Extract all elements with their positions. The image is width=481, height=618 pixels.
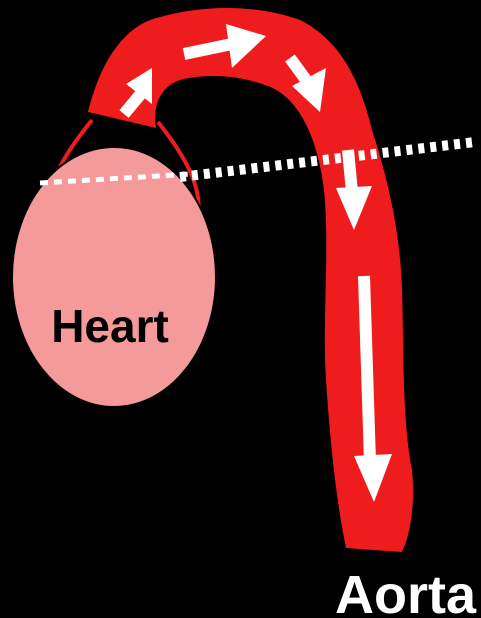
aorta-label: Aorta <box>335 565 477 618</box>
heart-label: Heart <box>51 300 169 352</box>
heart-shape <box>12 147 216 407</box>
